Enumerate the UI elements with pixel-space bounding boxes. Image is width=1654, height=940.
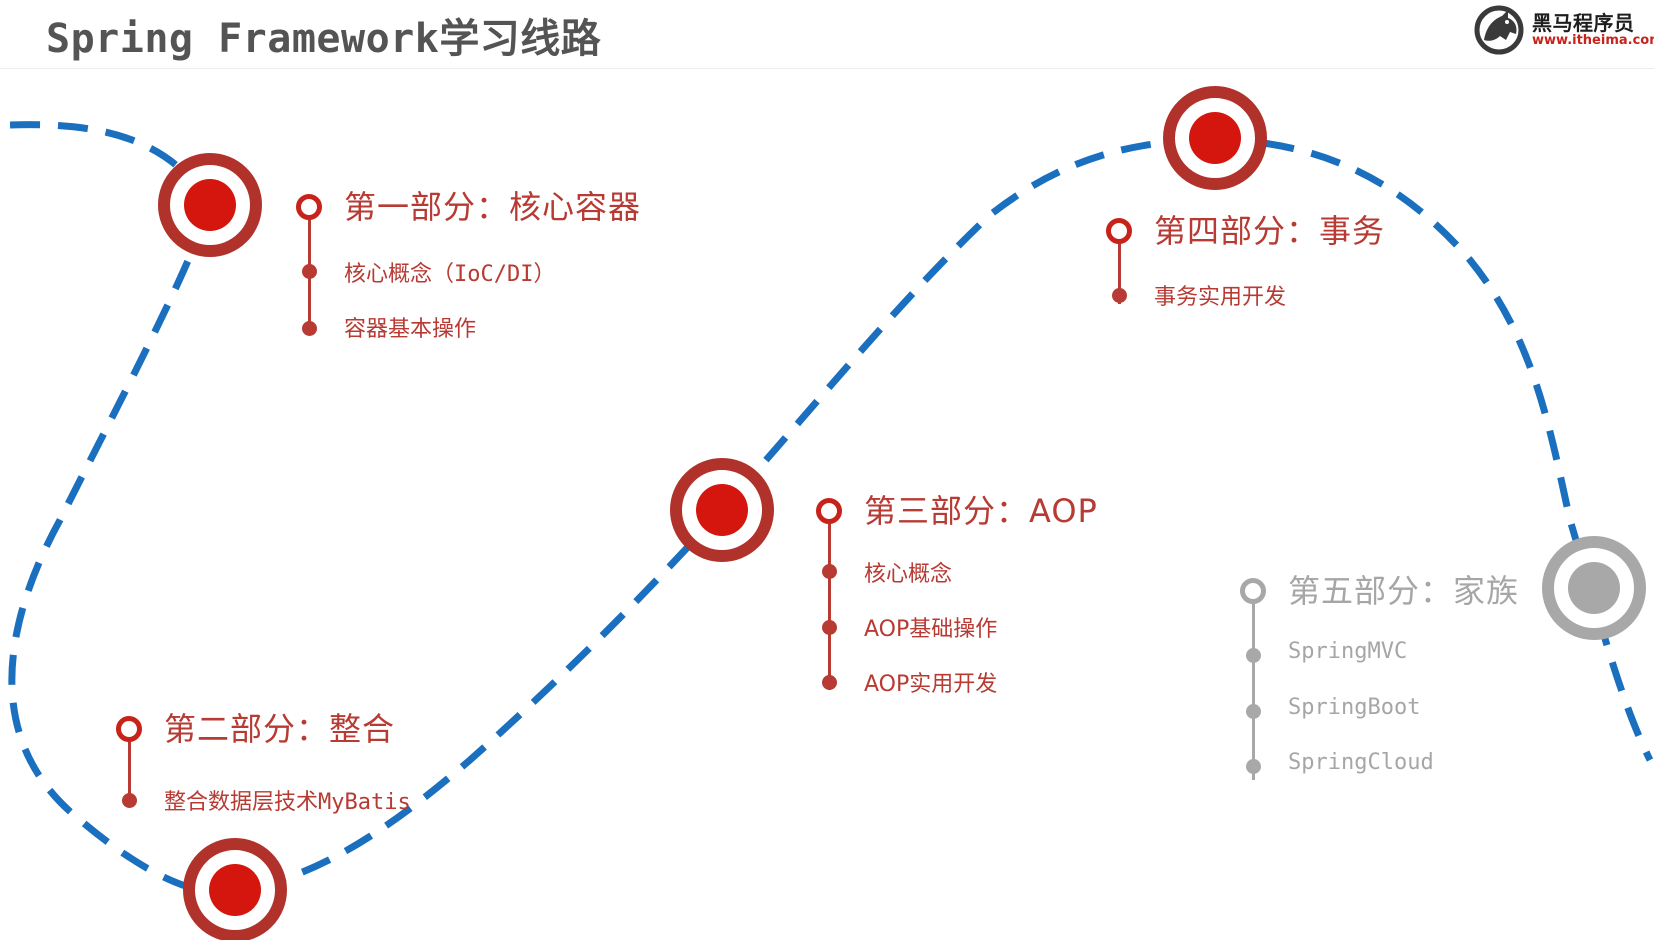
bullet-dot-icon bbox=[122, 793, 137, 808]
section-heading: 第一部分：核心容器 bbox=[344, 188, 642, 226]
section-ring-icon bbox=[1240, 578, 1266, 604]
section-item: 整合数据层技术MyBatis bbox=[164, 790, 411, 815]
section-item: 核心概念（IoC/DI） bbox=[344, 262, 556, 287]
bullet-dot-icon bbox=[1112, 288, 1127, 303]
section-connector bbox=[128, 742, 131, 802]
section-ring-icon bbox=[296, 194, 322, 220]
section-connector bbox=[1252, 604, 1255, 780]
section-item: SpringMVC bbox=[1288, 639, 1408, 664]
bullet-dot-icon bbox=[1246, 704, 1261, 719]
slide-header: Spring Framework学习线路 黑马程序员 www.itheima.c… bbox=[0, 0, 1654, 69]
bullet-dot-icon bbox=[302, 264, 317, 279]
itheima-logo: 黑马程序员 www.itheima.com bbox=[1474, 2, 1654, 58]
bullet-dot-icon bbox=[1246, 759, 1261, 774]
horse-logo-icon bbox=[1474, 5, 1524, 55]
section-heading: 第四部分：事务 bbox=[1154, 212, 1386, 250]
section-item: SpringCloud bbox=[1288, 750, 1434, 775]
bullet-dot-icon bbox=[822, 620, 837, 635]
section-item: AOP实用开发 bbox=[864, 672, 998, 697]
milestone-node-2 bbox=[183, 838, 287, 940]
section-item: 容器基本操作 bbox=[344, 317, 477, 342]
section-connector bbox=[1118, 244, 1121, 304]
dashed-learning-path bbox=[8, 121, 1654, 896]
milestone-node-1 bbox=[158, 153, 262, 257]
section-ring-icon bbox=[116, 716, 142, 742]
bullet-dot-icon bbox=[302, 321, 317, 336]
section-connector bbox=[828, 524, 831, 690]
section-item: 核心概念 bbox=[864, 562, 953, 587]
section-heading: 第三部分：AOP bbox=[864, 492, 1098, 530]
bullet-dot-icon bbox=[1246, 648, 1261, 663]
logo-name: 黑马程序员 bbox=[1532, 11, 1635, 35]
bullet-dot-icon bbox=[822, 564, 837, 579]
section-item: AOP基础操作 bbox=[864, 617, 998, 642]
milestone-node-4 bbox=[1163, 86, 1267, 190]
section-heading: 第二部分：整合 bbox=[164, 710, 396, 748]
milestone-node-3 bbox=[670, 458, 774, 562]
milestone-node-5 bbox=[1542, 536, 1646, 640]
section-item: 事务实用开发 bbox=[1154, 285, 1287, 310]
logo-url: www.itheima.com bbox=[1532, 33, 1654, 48]
section-ring-icon bbox=[1106, 218, 1132, 244]
bullet-dot-icon bbox=[822, 675, 837, 690]
page-title: Spring Framework学习线路 bbox=[46, 16, 602, 62]
section-item: SpringBoot bbox=[1288, 695, 1421, 720]
section-heading: 第五部分：家族 bbox=[1288, 572, 1520, 610]
section-ring-icon bbox=[816, 498, 842, 524]
